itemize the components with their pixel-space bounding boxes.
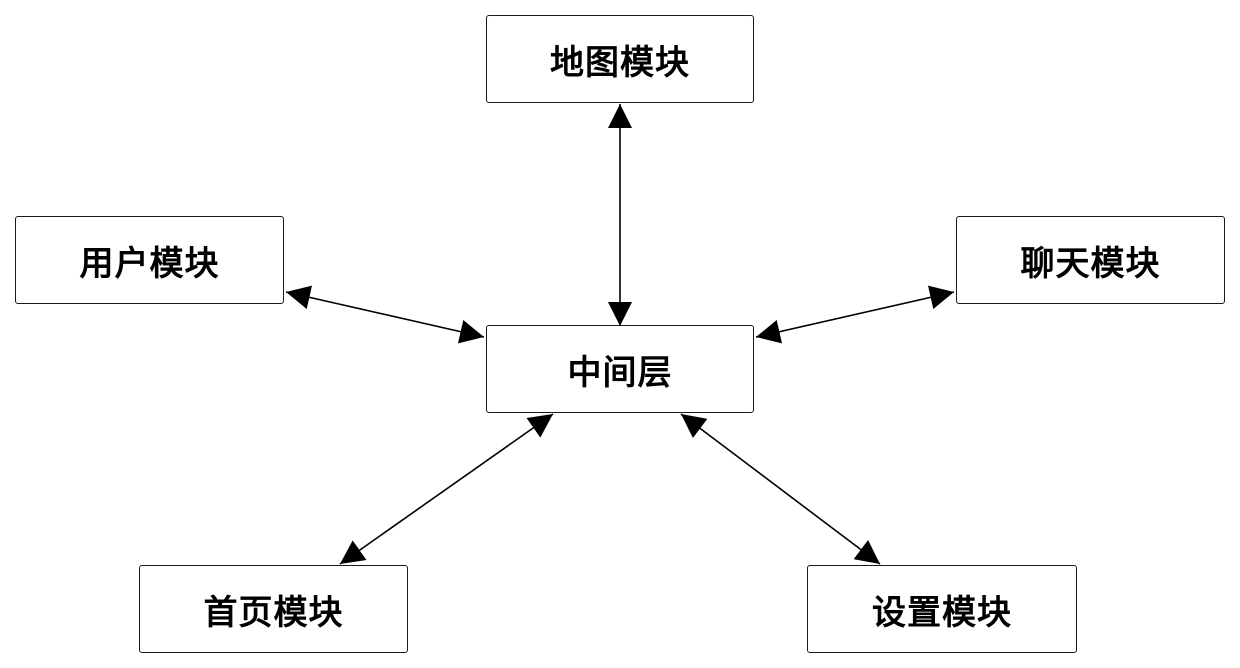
arrow-middle-user [285, 285, 485, 344]
chat-module-box: 聊天模块 [956, 216, 1225, 304]
arrow-middle-home [339, 413, 554, 565]
arrow-middle-chat [755, 285, 955, 344]
middle-layer-box: 中间层 [486, 325, 754, 413]
home-module-box: 首页模块 [139, 565, 408, 653]
settings-module-box: 设置模块 [807, 565, 1077, 653]
arrow-middle-settings [680, 413, 881, 565]
map-module-box: 地图模块 [486, 15, 754, 103]
user-module-box: 用户模块 [15, 216, 284, 304]
